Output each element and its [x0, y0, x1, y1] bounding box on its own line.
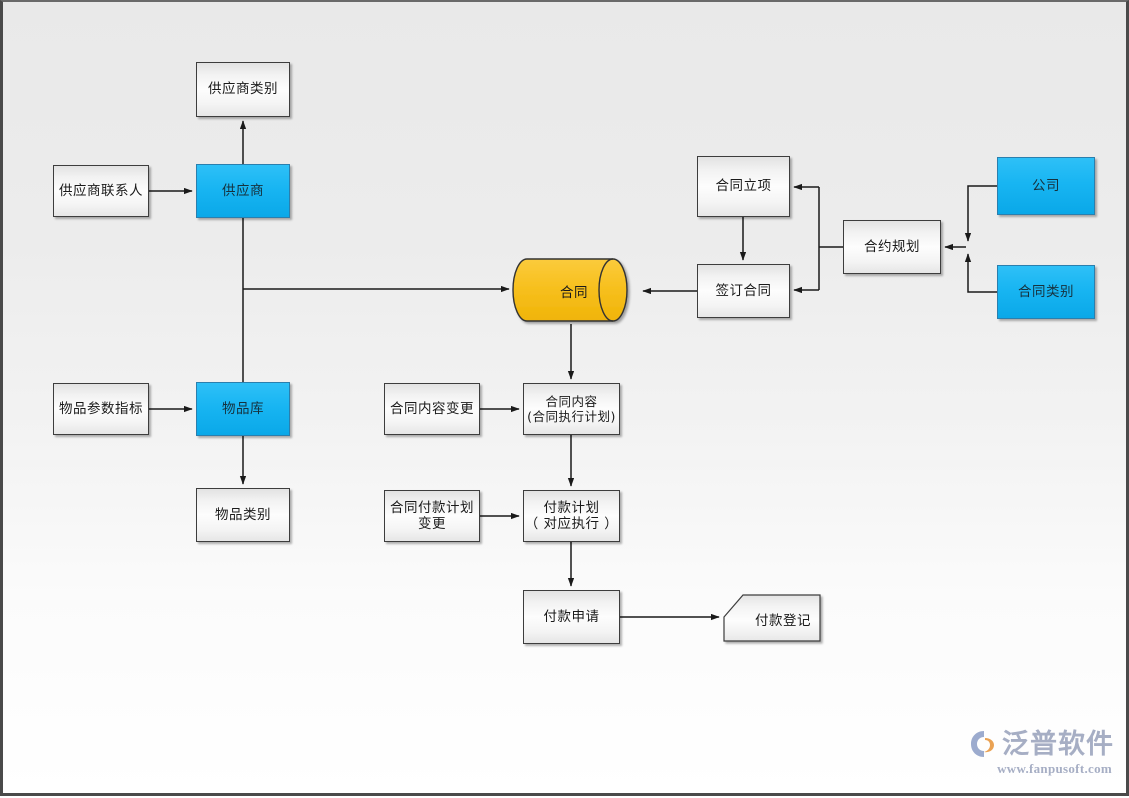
- node-contract-plan[interactable]: 合约规划: [843, 220, 941, 274]
- node-payment-register[interactable]: 付款登记: [723, 594, 823, 643]
- node-contract-database-label: 合同: [560, 285, 588, 301]
- node-item-parameter[interactable]: 物品参数指标: [53, 383, 149, 435]
- watermark: 泛普软件 www.fanpusoft.com: [964, 729, 1114, 787]
- node-item-store[interactable]: 物品库: [196, 382, 290, 436]
- node-supplier[interactable]: 供应商: [196, 164, 290, 218]
- node-payment-request[interactable]: 付款申请: [523, 590, 620, 644]
- node-company[interactable]: 公司: [997, 157, 1095, 215]
- edge-company-merge: [964, 185, 997, 242]
- node-contract-database[interactable]: 合同: [512, 257, 635, 325]
- node-sign-contract[interactable]: 签订合同: [697, 264, 790, 318]
- node-supplier-category[interactable]: 供应商类别: [196, 62, 290, 117]
- node-contract-category[interactable]: 合同类别: [997, 265, 1095, 319]
- node-payment-plan[interactable]: 付款计划 （ 对应执行 ）: [523, 490, 620, 542]
- node-supplier-contact[interactable]: 供应商联系人: [53, 165, 149, 217]
- node-contract-content-change[interactable]: 合同内容变更: [384, 383, 480, 435]
- node-payment-plan-change[interactable]: 合同付款计划 变更: [384, 490, 480, 542]
- node-payment-register-label: 付款登记: [755, 612, 811, 629]
- watermark-brand: 泛普软件: [1002, 728, 1114, 760]
- fanpu-logo-icon: [971, 731, 994, 757]
- node-contract-content[interactable]: 合同内容 (合同执行计划): [523, 383, 620, 435]
- watermark-url: www.fanpusoft.com: [997, 761, 1112, 776]
- node-contract-project[interactable]: 合同立项: [697, 156, 790, 217]
- node-item-category[interactable]: 物品类别: [196, 488, 290, 542]
- edge-category-merge: [964, 253, 997, 293]
